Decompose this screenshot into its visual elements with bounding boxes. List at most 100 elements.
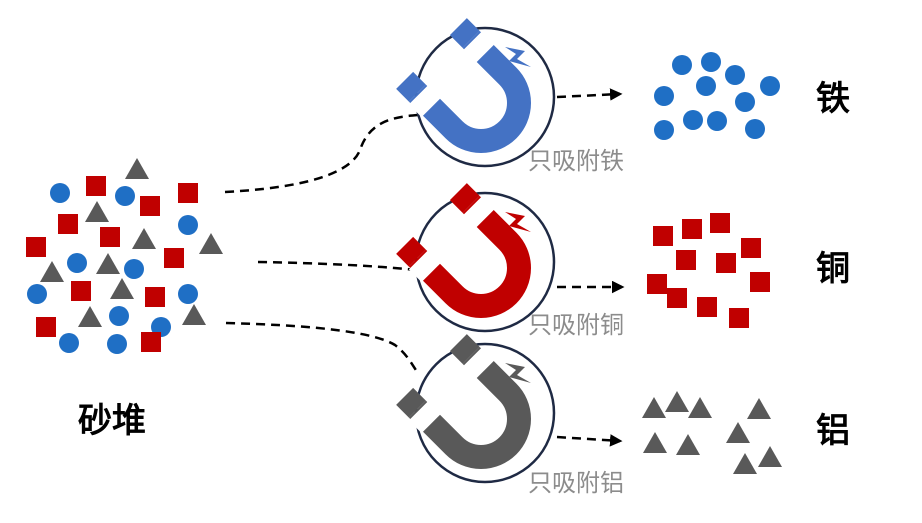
magnet-pole-tip xyxy=(396,387,426,418)
magnet-icon xyxy=(396,18,531,153)
pile-iron-particle xyxy=(107,334,127,354)
pile-iron-particle xyxy=(67,253,87,273)
copper-output-label: 铜 xyxy=(816,249,850,289)
sorted-iron-particle xyxy=(760,76,780,96)
sorted-copper-particle xyxy=(729,308,749,328)
pile-aluminum-particle xyxy=(182,304,206,325)
pile-copper-particle xyxy=(86,176,106,196)
sorted-aluminum-particle xyxy=(758,446,782,467)
sorted-aluminum-particle xyxy=(642,397,666,418)
magnet-pole-tip xyxy=(396,71,426,102)
magnet-pole-gap xyxy=(408,249,442,283)
magnet-icon xyxy=(396,183,531,318)
sorted-aluminum-particle xyxy=(747,398,771,419)
sorted-copper-particle xyxy=(716,253,736,273)
sorted-copper-particle xyxy=(647,274,667,294)
magnet-icon xyxy=(396,334,531,469)
pile-copper-particle xyxy=(36,317,56,337)
sorted-aluminum-particle xyxy=(676,434,700,455)
connector-to-iron-magnet xyxy=(224,113,419,194)
copper-magnet xyxy=(396,183,556,333)
sorted-iron-particle xyxy=(683,110,703,130)
pile-aluminum-particle xyxy=(132,228,156,249)
pile-aluminum-particle xyxy=(96,253,120,274)
pile-iron-particle xyxy=(115,186,135,206)
pile-aluminum-particle xyxy=(85,201,109,222)
sorted-copper-particle xyxy=(697,297,717,317)
pile-copper-particle xyxy=(58,214,78,234)
sorted-outputs xyxy=(642,52,782,474)
sorted-aluminum-particle xyxy=(688,397,712,418)
sorted-iron-particle xyxy=(696,76,716,96)
pile-iron-particle xyxy=(178,215,198,235)
pile-copper-particle xyxy=(145,287,165,307)
iron-magnet-caption: 只吸附铁 xyxy=(528,147,624,175)
pile-aluminum-particle xyxy=(110,278,134,299)
pile-copper-particle xyxy=(164,248,184,268)
pile-copper-particle xyxy=(71,281,91,301)
magnet-group xyxy=(396,18,556,484)
sorted-iron-particle xyxy=(654,86,674,106)
magnet-pole-gap xyxy=(462,346,496,380)
pile-iron-particle xyxy=(109,306,129,326)
sorted-iron-particle xyxy=(735,92,755,112)
connector-to-copper-magnet xyxy=(257,260,417,272)
pile-copper-particle xyxy=(178,183,198,203)
pile-aluminum-particle xyxy=(125,158,149,179)
pile-iron-particle xyxy=(178,284,198,304)
magnet-pole-tip xyxy=(449,183,480,213)
pile-iron-particle xyxy=(124,259,144,279)
magnet-pole-tip xyxy=(449,18,480,48)
sorted-iron-particle xyxy=(745,119,765,139)
sorted-iron-particle xyxy=(672,55,692,75)
magnet-body xyxy=(408,195,531,318)
pile-iron-particle xyxy=(27,284,47,304)
sorted-copper-particle xyxy=(667,288,687,308)
pile-iron-particle xyxy=(59,333,79,353)
pile-aluminum-particle xyxy=(78,306,102,327)
pile-copper-particle xyxy=(141,332,161,352)
iron-output-label: 铁 xyxy=(816,79,850,119)
sorted-iron-particle xyxy=(701,52,721,72)
sorted-copper-particle xyxy=(750,272,770,292)
sorted-copper-particle xyxy=(653,226,673,246)
magnet-pole-tip xyxy=(449,334,480,364)
magnet-body xyxy=(408,346,531,469)
pile-aluminum-particle xyxy=(199,233,223,254)
aluminum-magnet xyxy=(396,334,556,484)
arrow-aluminum-output xyxy=(556,434,623,447)
pile-copper-particle xyxy=(100,227,120,247)
sorted-iron-particle xyxy=(707,111,727,131)
magnet-pole-gap xyxy=(462,30,496,64)
magnet-pole-gap xyxy=(408,84,442,118)
sand-pile xyxy=(26,158,223,354)
pile-aluminum-particle xyxy=(40,261,64,282)
lightning-icon xyxy=(505,47,531,67)
connector-to-aluminum-magnet xyxy=(225,321,420,374)
iron-magnet xyxy=(396,18,556,168)
pile-copper-particle xyxy=(140,196,160,216)
sorted-aluminum-particle xyxy=(643,432,667,453)
aluminum-magnet-caption: 只吸附铝 xyxy=(528,469,624,497)
arrow-iron-output xyxy=(556,88,623,101)
sand-pile-label: 砂堆 xyxy=(78,401,146,441)
lightning-icon xyxy=(505,363,531,383)
sorted-copper-particle xyxy=(676,250,696,270)
pile-iron-particle xyxy=(50,183,70,203)
magnet-pole-gap xyxy=(462,195,496,229)
sorted-iron-particle xyxy=(725,65,745,85)
magnet-body xyxy=(408,30,531,153)
sorted-iron-particle xyxy=(654,120,674,140)
pile-copper-particle xyxy=(26,237,46,257)
sorted-aluminum-particle xyxy=(733,453,757,474)
magnet-pole-tip xyxy=(396,236,426,267)
magnet-pole-gap xyxy=(408,400,442,434)
copper-magnet-caption: 只吸附铜 xyxy=(528,311,624,339)
sorted-aluminum-particle xyxy=(726,422,750,443)
sorted-copper-particle xyxy=(682,219,702,239)
sorted-aluminum-particle xyxy=(665,391,689,412)
lightning-icon xyxy=(505,212,531,232)
sorted-copper-particle xyxy=(741,238,761,258)
sorted-copper-particle xyxy=(710,213,730,233)
